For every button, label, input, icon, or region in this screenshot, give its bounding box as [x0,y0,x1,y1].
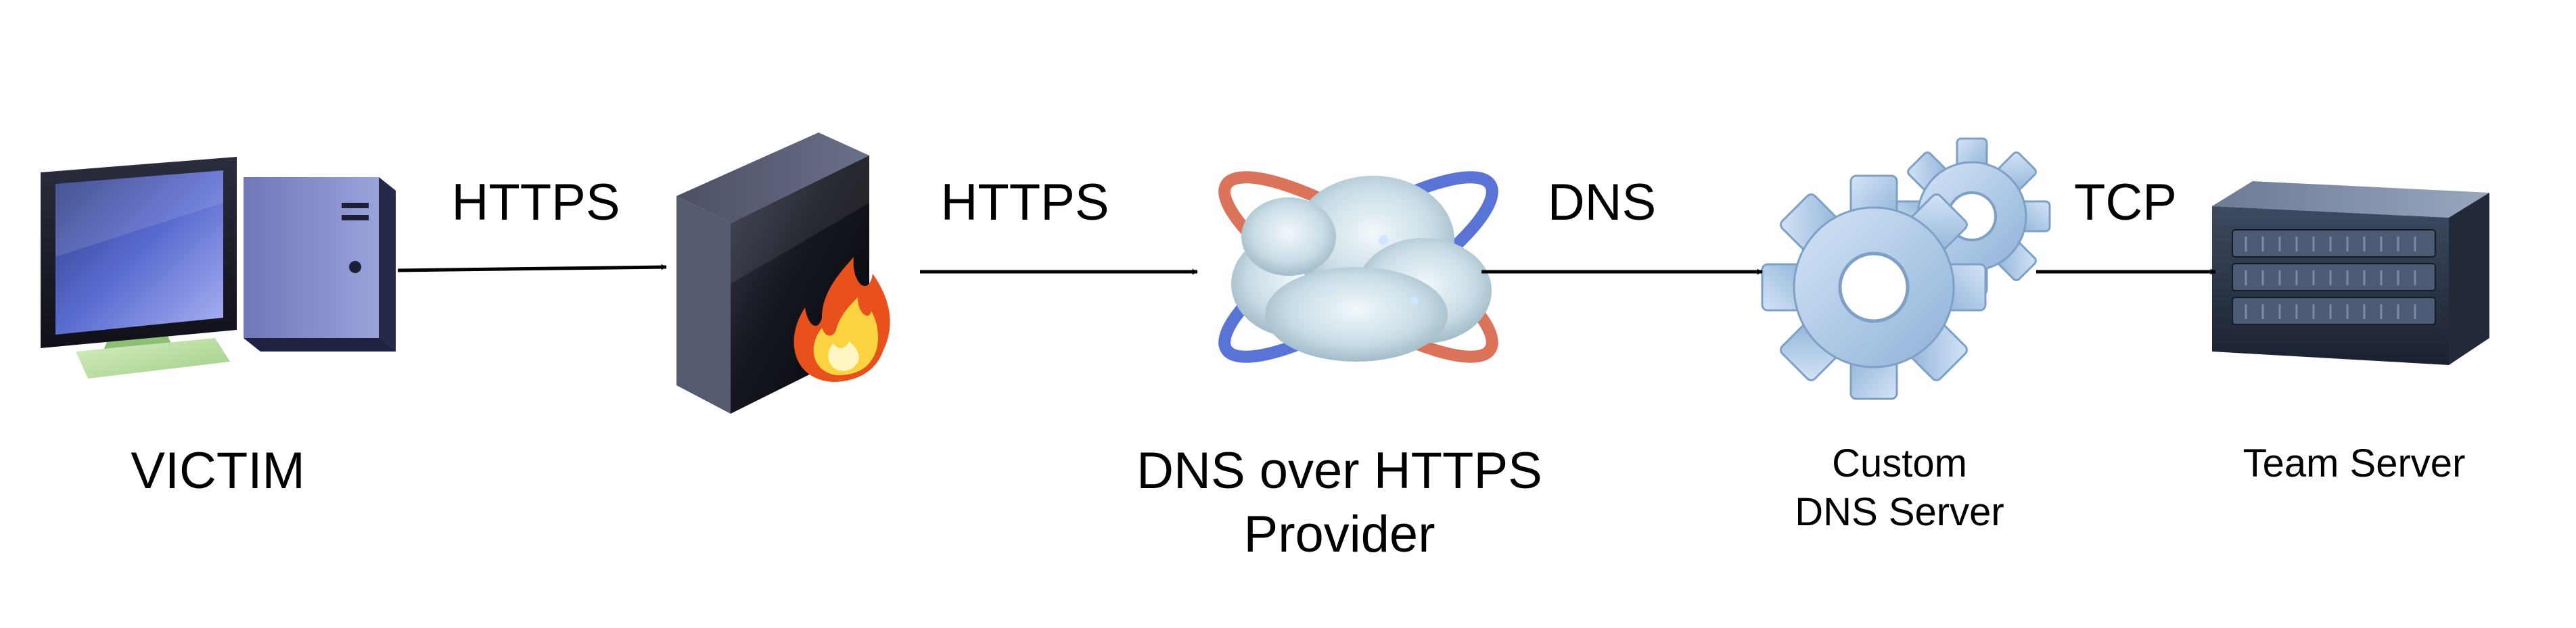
node-label-team-server: Team Server [2243,441,2466,485]
node-label-doh-line1: DNS over HTTPS [1136,442,1542,500]
gears-icon [1761,137,2051,400]
edge-label-tcp: TCP [2074,174,2177,231]
rack-server-icon [2212,181,2489,365]
node-label-doh-line2: Provider [1244,506,1435,563]
arrow-victim-to-firewall [397,264,667,272]
node-label-victim: VICTIM [131,442,305,500]
node-label-custom-dns-line2: DNS Server [1795,490,2004,534]
edge-label-https-1: HTTPS [451,174,620,231]
edge-label-https-2: HTTPS [940,174,1109,231]
desktop-computer-icon [41,157,396,379]
node-label-custom-dns-line1: Custom [1832,441,1967,485]
firewall-icon [676,132,890,414]
edge-label-dns: DNS [1548,174,1656,231]
cloud-orbit-icon [1218,171,1498,363]
